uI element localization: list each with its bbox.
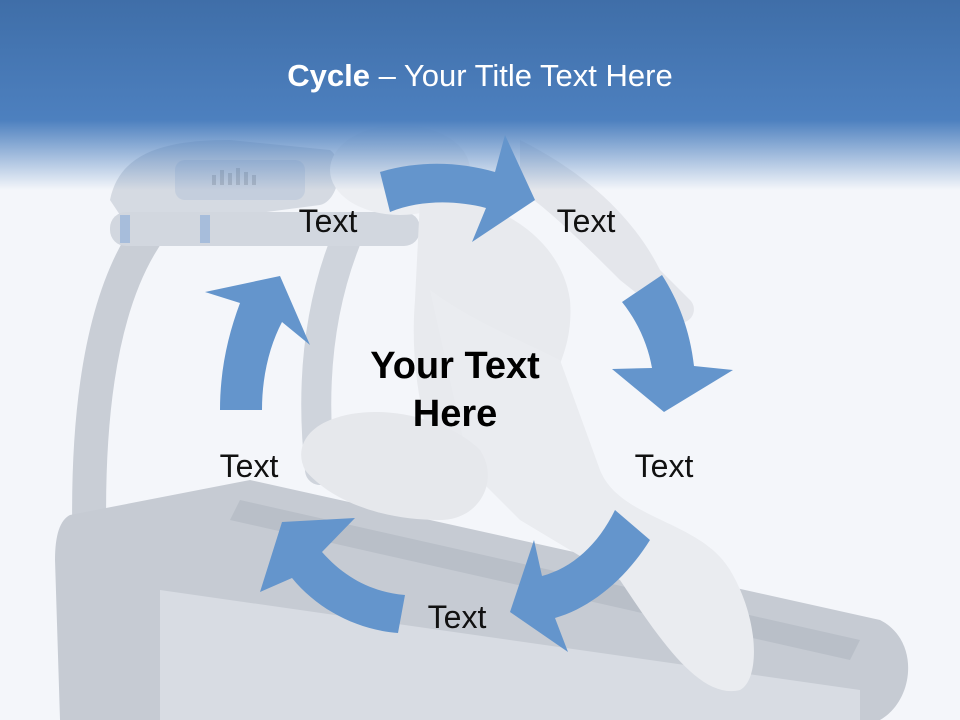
cycle-label-left: Text — [219, 448, 279, 484]
cycle-label-bottom: Text — [427, 599, 487, 635]
center-text: Your Text Here — [335, 342, 575, 438]
cycle-arrow-bottom-left — [260, 518, 405, 633]
slide-title-bold: Cycle — [287, 58, 370, 93]
cycle-arrow-right — [612, 275, 733, 412]
title-bar — [0, 0, 960, 190]
cycle-arrow-left — [205, 276, 310, 410]
cycle-arrow-bottom-right — [510, 510, 650, 652]
center-text-line2: Here — [412, 393, 498, 435]
slide-title: Cycle – Your Title Text Here — [0, 56, 960, 96]
cycle-label-top-left: Text — [298, 203, 358, 239]
cycle-label-right: Text — [634, 448, 694, 484]
slide-title-rest: – Your Title Text Here — [370, 58, 673, 93]
cycle-arrow-top — [380, 135, 535, 242]
center-text-line1: Your Text — [370, 345, 540, 387]
cycle-label-top-right: Text — [556, 203, 616, 239]
